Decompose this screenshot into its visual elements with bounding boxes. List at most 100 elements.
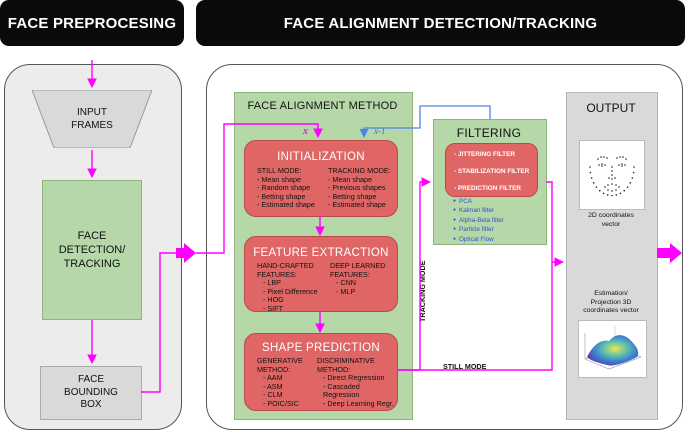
generative-item: - POIC/SIC: [263, 398, 299, 408]
face-detection-line2: DETECTION/: [58, 244, 126, 256]
generative-item: - CLM: [263, 390, 283, 400]
feature-extraction-title: FEATURE EXTRACTION: [253, 247, 389, 259]
still-mode-label: STILL MODE: [443, 362, 487, 371]
landmark-point: [604, 186, 606, 188]
landmark-point: [618, 164, 620, 166]
landmark-point: [633, 166, 635, 168]
face-landmarks-svg: [589, 156, 635, 197]
landmark-point: [598, 189, 601, 192]
feedback-top: [419, 105, 491, 119]
shape-prediction-title: SHAPE PREDICTION: [262, 342, 380, 354]
input-frames-line1: INPUT: [77, 107, 107, 118]
landmark-point: [619, 192, 622, 195]
surface-3d-image: [578, 320, 647, 378]
arrow-pre-to-align: [176, 243, 196, 263]
landmark-point: [622, 156, 624, 158]
filtering-technique-item: Kalman filter: [453, 206, 504, 215]
landmark-point: [598, 164, 600, 166]
landmark-point: [606, 194, 609, 196]
coords-2d-line2: vector: [601, 220, 621, 228]
deep-learned-header2: FEATURES:: [330, 269, 370, 279]
generative-item: - ASM: [263, 381, 283, 391]
surface-3d-svg: [584, 325, 642, 370]
filters-box: - JITTERING FILTER- STABILIZATION FILTER…: [445, 143, 538, 197]
still-mode-column: STILL MODE: - Mean shape- Random shape- …: [257, 166, 315, 210]
landmark-point: [592, 182, 595, 184]
landmark-point: [607, 184, 609, 186]
discriminative-item: - Deep Learning Regr.: [323, 398, 394, 408]
landmark-point: [626, 186, 629, 188]
arrow-filter-output: [546, 181, 553, 262]
landmark-point: [631, 177, 634, 179]
arrow-bbox-out: [141, 252, 176, 393]
deep-learned-item: - CNN: [336, 278, 356, 288]
landmark-point: [625, 158, 627, 160]
face-detection-box: FACE DETECTION/ TRACKING: [42, 180, 142, 320]
feature-extraction-box: FEATURE EXTRACTION HAND-CRAFTED FEATURES…: [244, 236, 398, 314]
landmark-point: [619, 156, 621, 158]
landmark-point: [611, 178, 613, 180]
tracking-mode-item: - Previous shapes: [328, 183, 386, 193]
hand-crafted-header2: FEATURES:: [257, 269, 297, 279]
landmark-point: [611, 166, 613, 168]
landmark-point: [624, 164, 626, 166]
generative-header1: GENERATIVE: [257, 356, 303, 365]
landmark-point: [621, 165, 623, 167]
filtering-technique-item: PCA: [453, 197, 504, 206]
discriminative-item: - Direct Regression: [323, 373, 385, 383]
filtering-technique-item: Optical Flow: [453, 235, 504, 244]
landmark-point: [606, 157, 608, 159]
still-mode-header: STILL MODE:: [257, 166, 302, 175]
filtering-technique-item: Alpha-Beta filter: [453, 216, 504, 225]
arrow-output-exit: [657, 243, 682, 263]
shape-prediction-box: SHAPE PREDICTION GENERATIVE METHOD: - AA…: [244, 333, 398, 411]
face-detection-line1: FACE: [77, 230, 107, 242]
landmark-point: [632, 171, 635, 174]
filtering-title: FILTERING: [456, 126, 522, 140]
landmark-point: [629, 182, 632, 184]
landmark-point: [611, 174, 613, 176]
coords-3d-line3: coordinates vector: [583, 307, 639, 314]
hand-crafted-column: HAND-CRAFTED FEATURES: - LBP- Pixel Diff…: [257, 261, 318, 314]
still-mode-item: - Mean shape: [257, 174, 301, 184]
hand-crafted-item: - HOG: [263, 295, 284, 305]
arrow-into-initialization: [196, 123, 323, 254]
face-bounding-box: FACE BOUNDING BOX: [40, 366, 142, 420]
tracking-mode-header: TRACKING MODE:: [328, 166, 391, 175]
coords-3d-line2: Projection 3D: [590, 298, 632, 306]
initialization-title: INITIALIZATION: [277, 151, 365, 163]
discriminative-header2: METHOD:: [317, 364, 351, 374]
discriminative-item: - Cascaded Regression: [323, 381, 360, 400]
landmark-point: [597, 158, 599, 160]
generative-column: GENERATIVE METHOD: - AAM- ASM- CLM- POIC…: [257, 356, 303, 409]
landmark-point: [611, 170, 613, 172]
feedback-arrow: [359, 119, 421, 138]
landmark-point: [611, 194, 613, 197]
landmark-point: [602, 192, 605, 195]
filter-item: - PREDICTION FILTER: [454, 185, 521, 192]
alignment-header: FACE ALIGNMENT DETECTION/TRACKING: [196, 0, 685, 46]
input-frames-shape: [32, 90, 152, 148]
landmark-point: [589, 166, 591, 168]
generative-item: - AAM: [263, 373, 283, 383]
arrow-tracking-filter: [397, 177, 432, 371]
landmark-point: [603, 156, 605, 158]
tracking-mode-column: TRACKING MODE: - Mean shape- Previous sh…: [328, 166, 391, 210]
input-frames-label: INPUT FRAMES: [32, 100, 152, 138]
deep-learned-header1: DEEP LEARNED: [330, 261, 386, 270]
landmark-point: [608, 177, 610, 179]
landmark-point: [615, 189, 617, 191]
discriminative-column: DISCRIMINATIVE METHOD: - Direct Regressi…: [317, 356, 397, 409]
coords-3d-line1: Estimation/: [594, 290, 628, 297]
face-detection-line3: TRACKING: [63, 258, 121, 270]
hand-crafted-item: - SIFT: [263, 303, 283, 313]
landmark-point: [618, 186, 620, 188]
arrow-still-output: [397, 257, 565, 371]
landmark-point: [595, 186, 598, 188]
landmark-point: [589, 171, 592, 174]
filter-item: - STABILIZATION FILTER: [454, 168, 530, 175]
landmark-point: [601, 163, 603, 165]
deep-learned-item: - MLP: [336, 286, 356, 296]
landmark-point: [615, 184, 617, 186]
